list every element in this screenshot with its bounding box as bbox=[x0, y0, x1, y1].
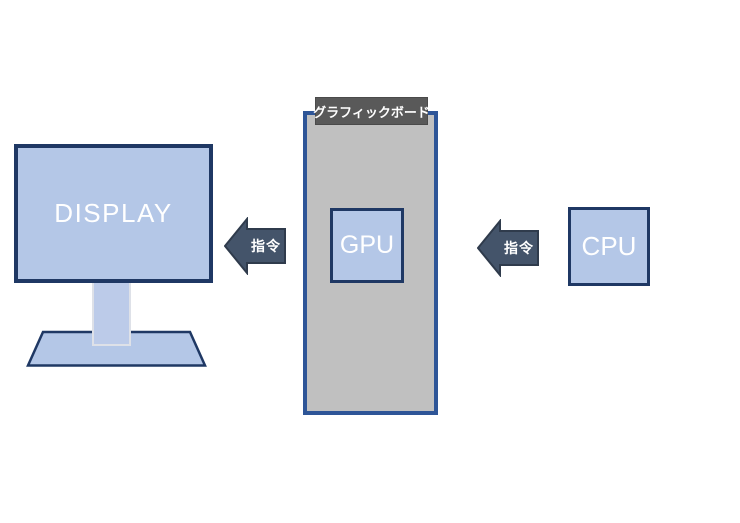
arrow-cpu-to-gpu: 指令 bbox=[477, 219, 539, 277]
graphics-board-label: グラフィックボード bbox=[313, 97, 430, 125]
monitor-neck bbox=[92, 283, 131, 346]
display-label: DISPLAY bbox=[54, 198, 173, 228]
left-arrow-icon bbox=[224, 217, 286, 275]
gpu-label: GPU bbox=[339, 231, 395, 259]
monitor-base-shape bbox=[26, 330, 207, 367]
arrow-gpu-to-display: 指令 bbox=[224, 217, 286, 275]
left-arrow-icon bbox=[477, 219, 539, 277]
cpu-label: CPU bbox=[581, 231, 637, 261]
gpu-box: GPU bbox=[330, 208, 404, 283]
arrow-label: 指令 bbox=[251, 238, 281, 254]
monitor-screen: DISPLAY bbox=[14, 144, 213, 283]
arrow-label: 指令 bbox=[504, 240, 534, 256]
cpu-box: CPU bbox=[568, 207, 650, 286]
